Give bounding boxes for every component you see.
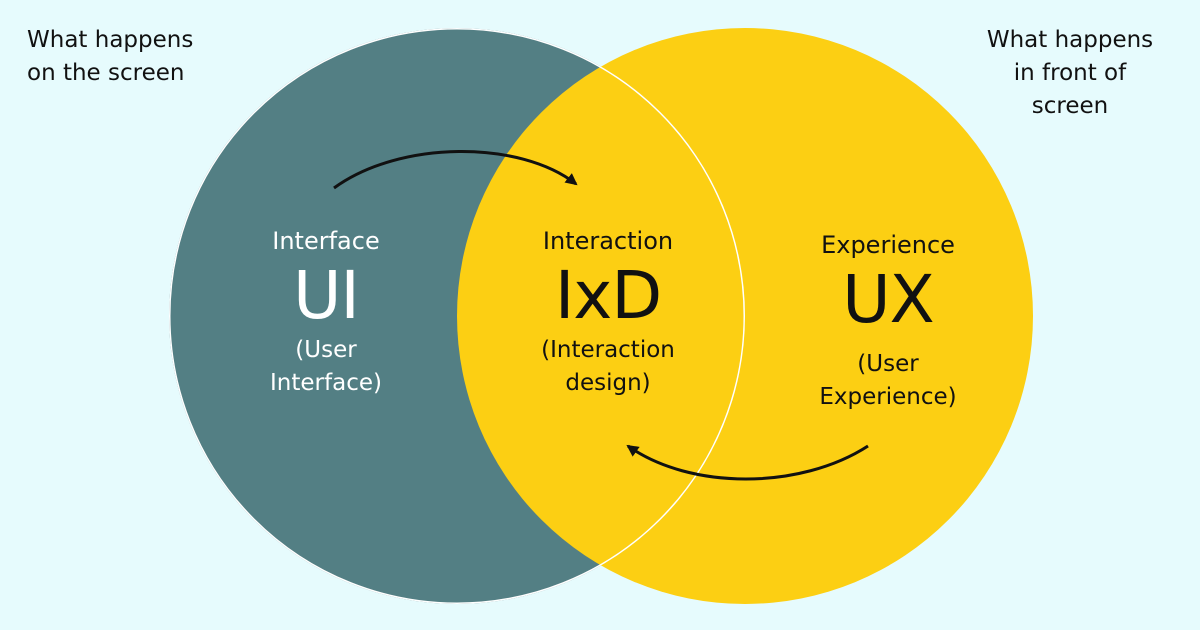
ux-sublabel: Experience	[821, 231, 955, 259]
ixd-sublabel: Interaction	[542, 227, 674, 255]
front-of-screen-caption: What happens in front of screen	[960, 24, 1180, 123]
arrow-ui-to-ixd	[333, 150, 578, 190]
ixd-description-line2: design)	[565, 370, 651, 396]
front-of-screen-caption-line3: screen	[1031, 93, 1109, 119]
front-of-screen-caption-line1: What happens	[986, 27, 1154, 53]
on-screen-caption-line2: on the screen	[27, 60, 185, 86]
ui-description-line1: (User	[295, 337, 357, 363]
ux-set-label: Experience UX (User Experience)	[768, 228, 1008, 414]
ui-acronym: UI	[293, 257, 360, 334]
ux-description-line2: Experience)	[819, 384, 957, 410]
on-screen-caption-line1: What happens	[27, 27, 194, 53]
front-of-screen-caption-line2: in front of	[1013, 60, 1127, 86]
ux-acronym: UX	[842, 261, 935, 338]
ixd-set-label: Interaction IxD (Interaction design)	[488, 224, 728, 400]
ui-sublabel: Interface	[272, 227, 380, 255]
ux-description-line1: (User	[857, 351, 919, 377]
ixd-acronym: IxD	[554, 257, 662, 334]
ui-set-label: Interface UI (User Interface)	[216, 224, 436, 400]
arrow-ux-to-ixd	[626, 444, 869, 481]
ui-description-line2: Interface)	[270, 370, 382, 396]
on-screen-caption: What happens on the screen	[27, 24, 267, 90]
ixd-description-line1: (Interaction	[541, 337, 675, 363]
ux-description: (User Experience)	[768, 348, 1008, 414]
